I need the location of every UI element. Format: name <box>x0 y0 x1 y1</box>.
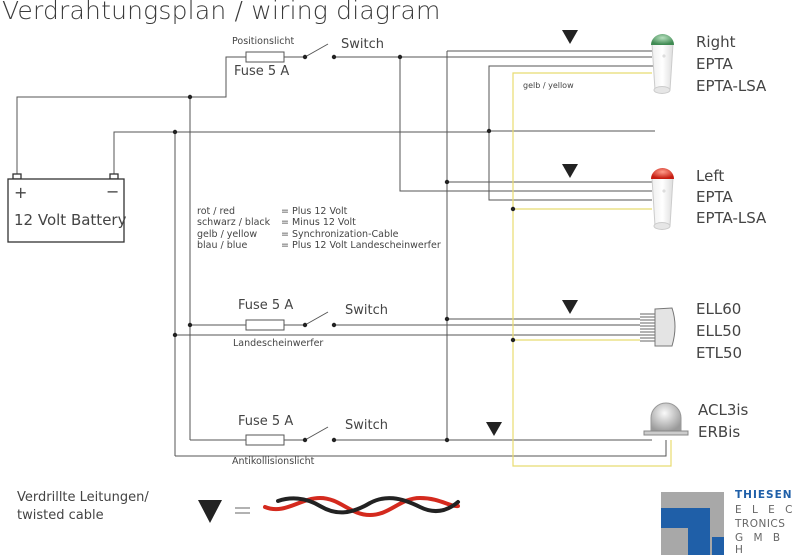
position-fuse-label: Fuse 5 A <box>234 64 290 79</box>
right-light-icon <box>651 34 674 94</box>
left-light-icon <box>651 168 674 230</box>
color-legend: rot / red = Plus 12 Volt schwarz / black =… <box>197 206 441 252</box>
battery <box>7 173 125 243</box>
wire-battery-plus <box>16 56 246 176</box>
twisted-marker <box>562 30 578 44</box>
logo-line1: THIESEN <box>735 489 793 501</box>
switch-landing <box>304 311 329 326</box>
acl-light-icon <box>643 402 689 436</box>
sync-cable-label: gelb / yellow <box>523 81 574 90</box>
logo-line3: TRONICS <box>735 518 786 530</box>
twisted-cable-icon <box>263 495 460 518</box>
battery-minus: − <box>106 182 120 201</box>
position-circuit-label: Positionslicht <box>232 36 295 47</box>
switch-anticollision <box>304 426 329 441</box>
legend-key: blau / blue <box>197 240 248 252</box>
page-title: Verdrahtungsplan / wiring diagram <box>2 0 441 25</box>
acl-light-label: ACL3is ERBis <box>698 401 749 441</box>
logo-line4: G M B H <box>735 532 784 556</box>
twisted-cable-label: Verdrillte Leitungen/ twisted cable <box>17 490 149 523</box>
legend-value: = Minus 12 Volt <box>281 217 356 229</box>
battery-label: 12 Volt Battery <box>14 211 127 229</box>
landing-light-label: ELL60 ELL50 ETL50 <box>696 300 743 362</box>
twisted-marker <box>562 164 578 178</box>
landing-fuse-label: Fuse 5 A <box>238 298 294 313</box>
legend-key: schwarz / black <box>197 217 271 229</box>
fuse-landing <box>245 319 285 331</box>
left-light-label: Left EPTA EPTA-LSA <box>696 167 767 227</box>
landing-switch-label: Switch <box>345 303 388 318</box>
legend-value: = Synchronization-Cable <box>281 228 399 240</box>
legend-value: = Plus 12 Volt <box>281 206 348 217</box>
fuse-position <box>245 51 285 63</box>
landing-circuit-label: Landescheinwerfer <box>233 338 324 349</box>
logo-line2: E L E C <box>735 504 796 516</box>
anticollision-fuse-label: Fuse 5 A <box>238 414 294 429</box>
twisted-marker <box>486 422 502 436</box>
legend-key: rot / red <box>197 206 236 217</box>
landing-light-icon <box>640 307 676 347</box>
anticollision-switch-label: Switch <box>345 418 388 433</box>
legend-value: = Plus 12 Volt Landescheinwerfer <box>281 240 441 252</box>
position-switch-label: Switch <box>341 37 384 52</box>
twisted-marker <box>562 300 578 314</box>
switch-position <box>304 43 329 58</box>
anticollision-circuit-label: Antikollisionslicht <box>232 456 315 467</box>
sync-cable <box>512 72 672 467</box>
right-light-label: Right EPTA EPTA-LSA <box>696 33 767 95</box>
fuse-anticollision <box>245 434 285 446</box>
legend-key: gelb / yellow <box>197 228 258 240</box>
company-logo <box>661 492 724 555</box>
twisted-legend-marker <box>198 500 222 523</box>
battery-plus: + <box>14 183 28 202</box>
